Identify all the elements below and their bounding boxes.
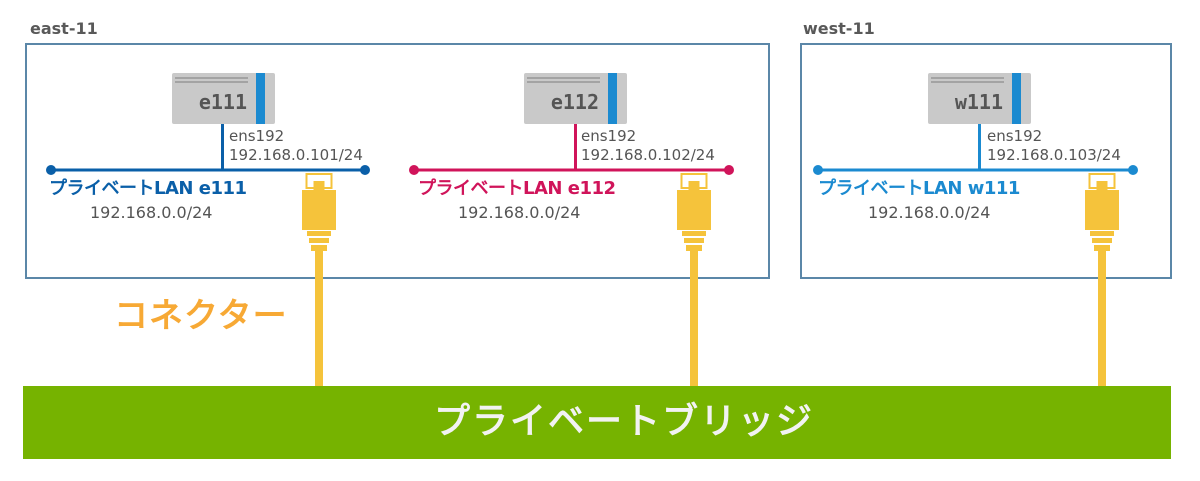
server-vent-line bbox=[527, 81, 600, 83]
server-name: e111 bbox=[198, 90, 247, 114]
server-vent-line bbox=[175, 77, 248, 79]
lan-name-e112: プライベートLAN e112 bbox=[418, 178, 616, 199]
interface-name-w111: ens192 bbox=[987, 127, 1043, 145]
lan-name-e111: プライベートLAN e111 bbox=[49, 178, 247, 199]
server-vent-line bbox=[175, 81, 248, 83]
server-vent-line bbox=[527, 77, 600, 79]
region-label-west: west-11 bbox=[803, 19, 875, 38]
region-box-east bbox=[25, 43, 770, 279]
lan-subnet-w111: 192.168.0.0/24 bbox=[868, 203, 991, 222]
server-e111[interactable]: e111 bbox=[172, 73, 275, 124]
connector-label: コネクター bbox=[114, 296, 288, 336]
interface-ip-e111: 192.168.0.101/24 bbox=[229, 146, 363, 164]
lan-subnet-e112: 192.168.0.0/24 bbox=[458, 203, 581, 222]
interface-name-e112: ens192 bbox=[581, 127, 637, 145]
region-label-east: east-11 bbox=[30, 19, 98, 38]
lan-name-w111: プライベートLAN w111 bbox=[818, 178, 1020, 199]
server-name: e112 bbox=[550, 90, 599, 114]
server-status-stripe bbox=[608, 73, 617, 124]
private-bridge[interactable] bbox=[23, 386, 1171, 459]
server-e112[interactable]: e112 bbox=[524, 73, 627, 124]
interface-ip-w111: 192.168.0.103/24 bbox=[987, 146, 1121, 164]
server-status-stripe bbox=[1012, 73, 1021, 124]
interface-ip-e112: 192.168.0.102/24 bbox=[581, 146, 715, 164]
server-status-stripe bbox=[256, 73, 265, 124]
lan-subnet-e111: 192.168.0.0/24 bbox=[90, 203, 213, 222]
region-box-west bbox=[800, 43, 1172, 279]
server-vent-line bbox=[931, 81, 1004, 83]
private-bridge-label: プライベートブリッジ bbox=[434, 401, 815, 442]
server-name: w111 bbox=[954, 90, 1003, 114]
interface-name-e111: ens192 bbox=[229, 127, 285, 145]
server-w111[interactable]: w111 bbox=[928, 73, 1031, 124]
server-vent-line bbox=[931, 77, 1004, 79]
